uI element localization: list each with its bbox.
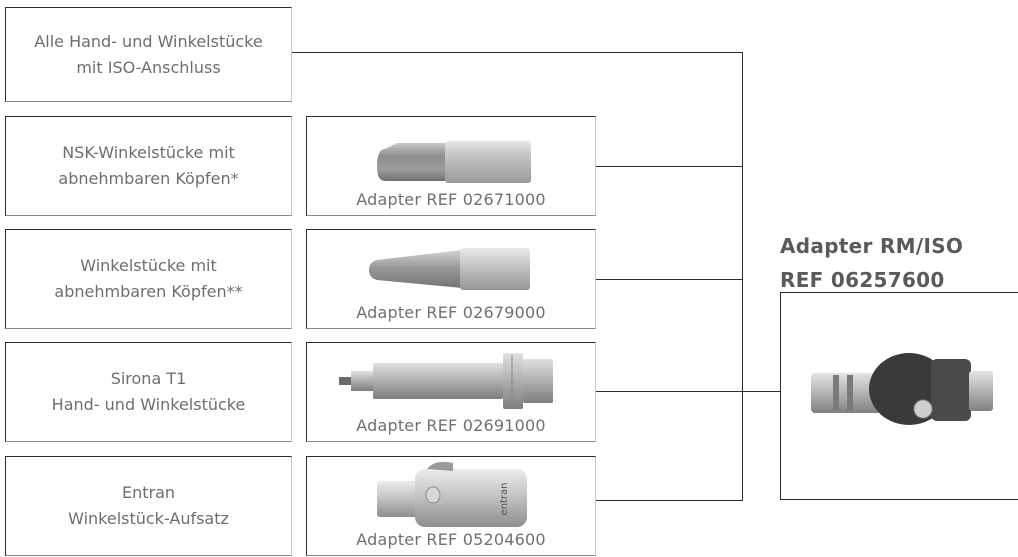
adapter-05204600-image: entran	[377, 461, 527, 527]
adapter-05204600-caption: Adapter REF 05204600	[356, 530, 546, 549]
row-label-sirona: Sirona T1 Hand- und Winkelstücke	[5, 342, 292, 442]
connector-row1	[292, 52, 742, 53]
connector-row3	[596, 279, 742, 280]
row-label-entran-text: Entran Winkelstück-Aufsatz	[68, 483, 229, 528]
adapter-box-05204600: entran Adapter REF 05204600	[306, 456, 596, 556]
main-adapter-box	[780, 292, 1018, 500]
adapter-02691000-caption: Adapter REF 02691000	[356, 416, 546, 435]
entran-logo: entran	[499, 483, 510, 516]
row-label-nsk-text: NSK-Winkelstücke mit abnehmbaren Köpfen*	[58, 143, 239, 188]
row-label-iso: Alle Hand- und Winkelstücke mit ISO-Ansc…	[5, 7, 292, 102]
adapter-02679000-image	[369, 248, 530, 290]
connector-row4	[596, 391, 780, 392]
adapter-02679000-caption: Adapter REF 02679000	[356, 303, 546, 322]
adapter-box-02691000: Adapter REF 02691000	[306, 342, 596, 442]
connector-row2	[596, 166, 742, 167]
row-label-removable-heads: Winkelstücke mit abnehmbaren Köpfen**	[5, 229, 292, 329]
row-label-nsk: NSK-Winkelstücke mit abnehmbaren Köpfen*	[5, 116, 292, 216]
adapter-02691000-image	[339, 353, 553, 409]
connector-vertical	[742, 52, 743, 501]
adapter-02671000-caption: Adapter REF 02671000	[356, 190, 546, 209]
main-adapter-title: Adapter RM/ISO	[780, 234, 964, 258]
adapter-02671000-image	[377, 141, 531, 183]
row-label-entran: Entran Winkelstück-Aufsatz	[5, 456, 292, 556]
row-label-removable-heads-text: Winkelstücke mit abnehmbaren Köpfen**	[54, 256, 243, 301]
main-adapter-image	[811, 353, 993, 425]
row-label-iso-text: Alle Hand- und Winkelstücke mit ISO-Ansc…	[34, 31, 263, 77]
adapter-box-02671000: Adapter REF 02671000	[306, 116, 596, 216]
adapter-box-02679000: Adapter REF 02679000	[306, 229, 596, 329]
main-adapter-ref: REF 06257600	[780, 268, 945, 292]
row-label-sirona-text: Sirona T1 Hand- und Winkelstücke	[51, 369, 246, 414]
connector-row5	[596, 500, 742, 501]
